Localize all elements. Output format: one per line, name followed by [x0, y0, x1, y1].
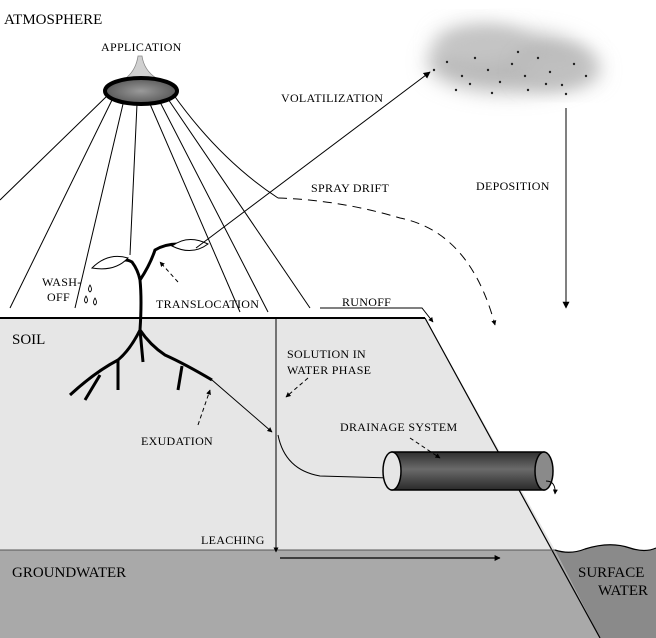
solution-pointer — [285, 377, 309, 398]
atmosphere-label: ATMOSPHERE — [4, 12, 102, 28]
surface-water-label-2: WATER — [598, 583, 648, 599]
wash-off-label-2: OFF — [47, 290, 70, 304]
translocation-arrow — [159, 261, 179, 283]
runoff-arrow — [320, 307, 434, 323]
root-to-solution-arrow — [211, 379, 273, 433]
groundwater-zone — [0, 550, 600, 638]
drainage-pipe-icon — [382, 451, 558, 495]
solution-label-2: WATER PHASE — [287, 363, 371, 377]
translocation-label: TRANSLOCATION — [156, 297, 259, 311]
leaching-label: LEACHING — [201, 533, 265, 547]
runoff-label: RUNOFF — [342, 295, 391, 309]
volatilization-label: VOLATILIZATION — [281, 91, 383, 105]
groundwater-label: GROUNDWATER — [12, 565, 126, 581]
spray-nozzle-icon — [103, 55, 179, 106]
exudation-arrow — [197, 389, 211, 426]
surface-water-line — [554, 544, 656, 553]
plant-icon — [68, 239, 213, 401]
wash-off-label-1: WASH- — [42, 275, 82, 289]
spray-lines — [0, 93, 311, 313]
surface-water-zone — [555, 544, 656, 638]
deposition-label: DEPOSITION — [476, 179, 550, 193]
application-label: APPLICATION — [101, 40, 182, 54]
soil-zone — [0, 318, 555, 550]
spray-drift-label: SPRAY DRIFT — [311, 181, 389, 195]
drainage-flow-line — [277, 434, 393, 479]
solution-label-1: SOLUTION IN — [287, 347, 366, 361]
drops-icon — [84, 284, 97, 306]
drainage-label-pointer — [409, 437, 441, 459]
spray-drift-arrow — [277, 197, 497, 326]
volatilization-arrow — [195, 71, 431, 249]
surface-water-label-1: SURFACE — [578, 565, 644, 581]
drainage-system-label: DRAINAGE SYSTEM — [340, 420, 458, 434]
soil-label: SOIL — [12, 332, 45, 348]
exudation-label: EXUDATION — [141, 434, 213, 448]
cloud-particles — [432, 50, 588, 96]
cloud — [428, 25, 600, 96]
